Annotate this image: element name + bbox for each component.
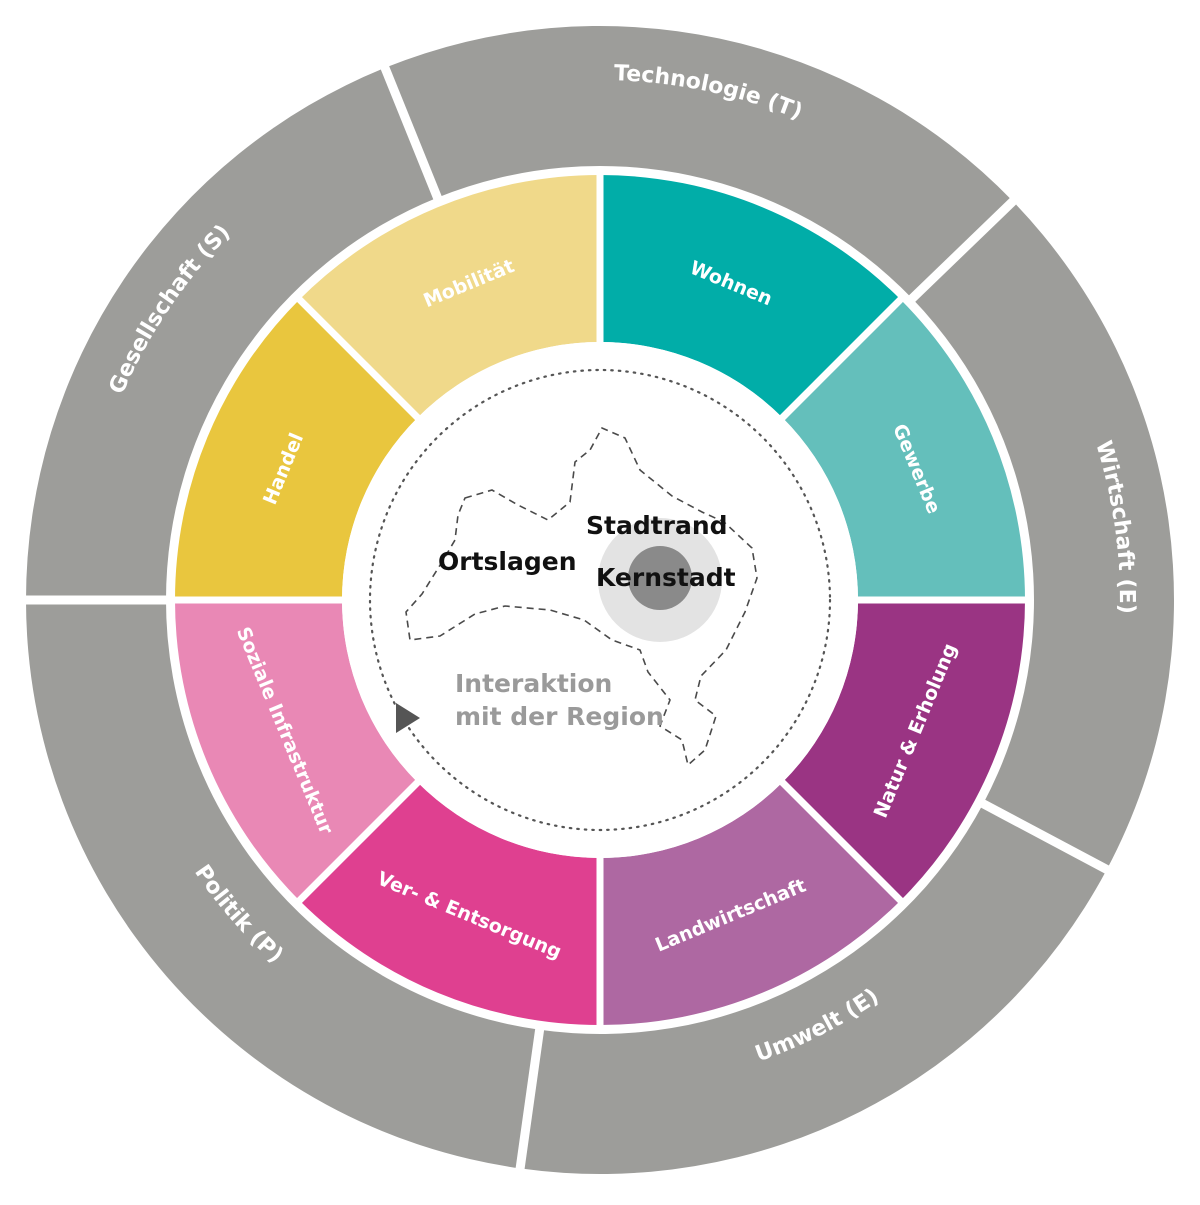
inner-separator	[778, 295, 905, 422]
inner-separator	[295, 778, 422, 905]
outer-segment-politik-p	[26, 600, 540, 1169]
outer-segment-umwelt-e	[520, 803, 1107, 1174]
interaction-label-line1: Interaktion	[455, 669, 612, 698]
region-map-outline	[405, 426, 758, 767]
center-disc	[342, 342, 858, 858]
segment-separators	[22, 62, 1113, 1174]
outer-segment-technologie-t	[384, 26, 1013, 299]
inner-segment-gewerbe	[782, 299, 1025, 600]
ortslagen-label: Ortslagen	[438, 547, 577, 576]
stadtrand-label: Stadtrand	[586, 511, 728, 540]
inner-segment-landwirtschaft	[600, 782, 901, 1025]
outer-separator	[515, 1027, 545, 1174]
interaction-dotted-circle	[368, 368, 832, 832]
outer-segment-wirtschaft-e	[912, 201, 1174, 870]
center-area: Stadtrand Ortslagen Kernstadt Interaktio…	[342, 342, 858, 858]
outer-ring: Gesellschaft (S)Technologie (T)Wirtschaf…	[26, 26, 1174, 1174]
inner-segment-wohnen	[600, 175, 901, 418]
kernstadt-label: Kernstadt	[596, 563, 736, 592]
kernstadt-dot	[628, 546, 692, 610]
interaction-label-line2: mit der Region	[455, 702, 664, 731]
inner-segment-handel	[175, 299, 418, 600]
outer-separator	[907, 195, 1019, 304]
play-arrow-icon	[396, 703, 420, 733]
outer-segment-gesellschaft-s	[26, 67, 438, 601]
outer-separator	[979, 798, 1113, 876]
inner-segment-soziale-infrastruktur	[175, 600, 418, 901]
inner-separator	[778, 778, 905, 905]
inner-segment-ver-entsorgung	[299, 782, 600, 1025]
inner-segment-natur-erholung	[782, 600, 1025, 901]
outer-separator	[379, 62, 443, 202]
inner-separator	[295, 295, 422, 422]
inner-segment-mobilitaet	[299, 175, 600, 418]
